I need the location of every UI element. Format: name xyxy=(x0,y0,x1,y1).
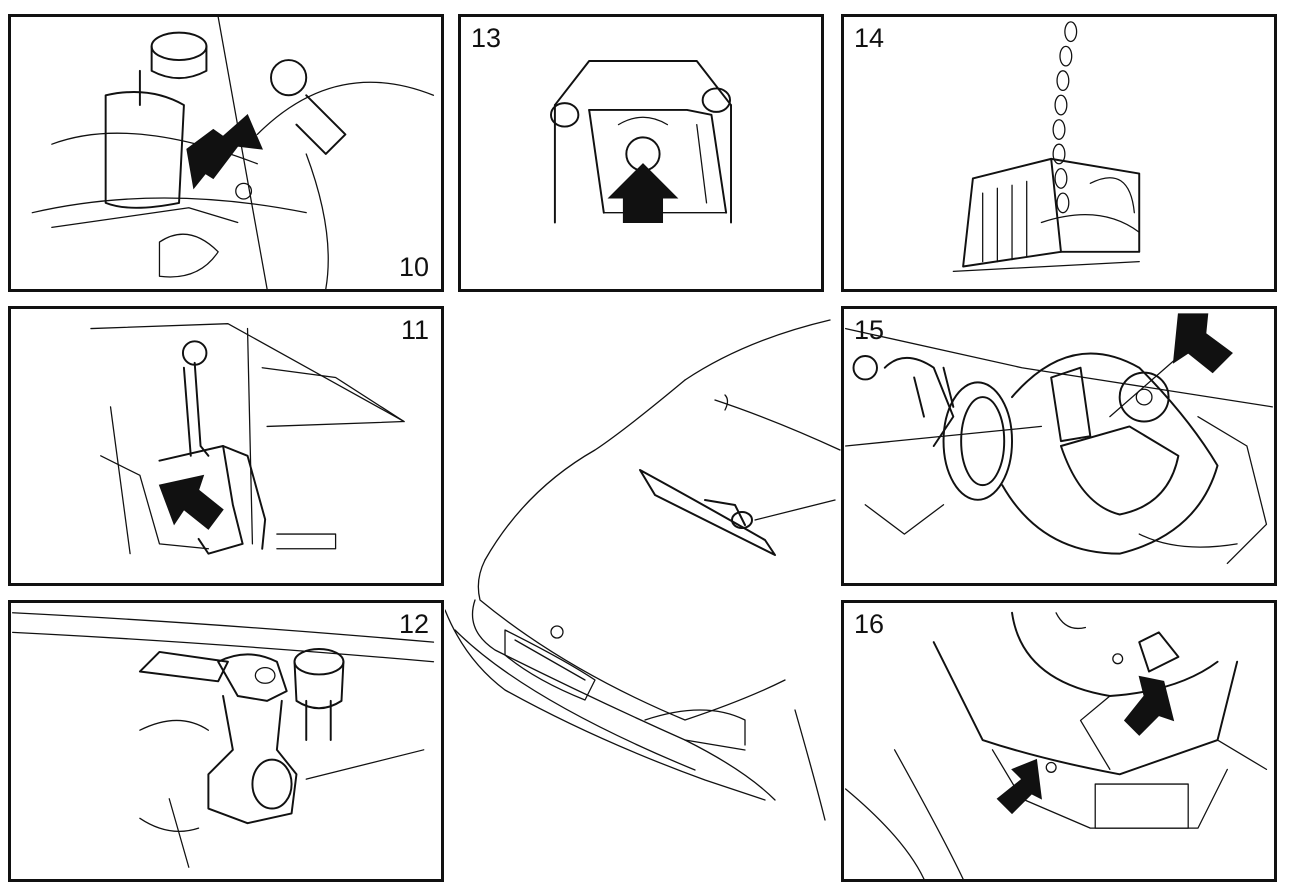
panel-13-illustration xyxy=(550,60,732,224)
panel-11-illustration xyxy=(90,323,405,555)
arrow-pointer-icon xyxy=(158,474,224,530)
panel-13: 13 xyxy=(458,14,824,292)
arrow-pointer-icon xyxy=(607,163,679,223)
panel-15-illustration xyxy=(845,313,1273,565)
panel-12-illustration xyxy=(12,612,435,868)
car-hood-illustration xyxy=(445,319,841,821)
panel-15: 15 xyxy=(841,306,1277,586)
panel-number: 12 xyxy=(398,609,429,639)
panel-number: 14 xyxy=(854,23,885,53)
panel-number: 16 xyxy=(854,609,885,639)
panel-10-illustration xyxy=(31,17,435,289)
panel-number: 13 xyxy=(471,23,502,53)
panel-11: 11 xyxy=(8,306,444,586)
arrow-pointer-icon xyxy=(1172,313,1233,374)
panel-12: 12 xyxy=(8,600,444,882)
arrow-pointer-icon xyxy=(186,114,263,190)
panel-number: 15 xyxy=(854,315,885,345)
panel-16: 16 xyxy=(841,600,1277,882)
arrow-pointer-icon xyxy=(996,758,1042,815)
panel-14-illustration xyxy=(952,21,1141,273)
panel-number: 11 xyxy=(400,315,429,345)
panel-14: 14 xyxy=(841,14,1277,292)
arrow-pointer-icon xyxy=(1123,675,1175,736)
panel-10: 10 xyxy=(8,14,444,292)
panel-number: 10 xyxy=(398,252,429,282)
panel-16-illustration xyxy=(845,611,1268,879)
